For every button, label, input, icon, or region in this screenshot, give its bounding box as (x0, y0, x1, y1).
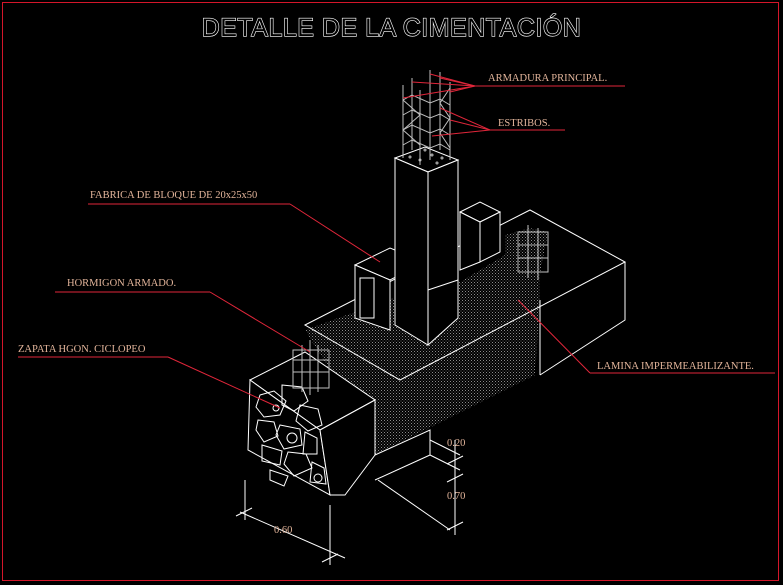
label-fabrica: FABRICA DE BLOQUE DE 20x25x50 (90, 190, 257, 201)
label-estribos: ESTRIBOS. (498, 118, 550, 129)
leader-lines (18, 73, 775, 409)
label-armadura: ARMADURA PRINCIPAL. (488, 73, 607, 84)
label-zapata: ZAPATA HGON. CICLOPEO (18, 344, 146, 355)
dimension-0-60: 0.60 (274, 525, 292, 536)
rebar-stubs (292, 225, 549, 395)
dimension-0-20: 0.20 (447, 438, 465, 449)
drawing-title: DETALLE DE LA CIMENTACIÓN (201, 13, 582, 42)
label-lamina: LAMINA IMPERMEABILIZANTE. (597, 361, 754, 372)
concrete-column (393, 146, 460, 347)
dimension-lines (235, 439, 464, 565)
rebar-cage (402, 70, 451, 165)
dimension-0-70: 0.70 (447, 491, 465, 502)
zapata-footing (247, 351, 431, 496)
label-hormigon: HORMIGON ARMADO. (67, 278, 176, 289)
